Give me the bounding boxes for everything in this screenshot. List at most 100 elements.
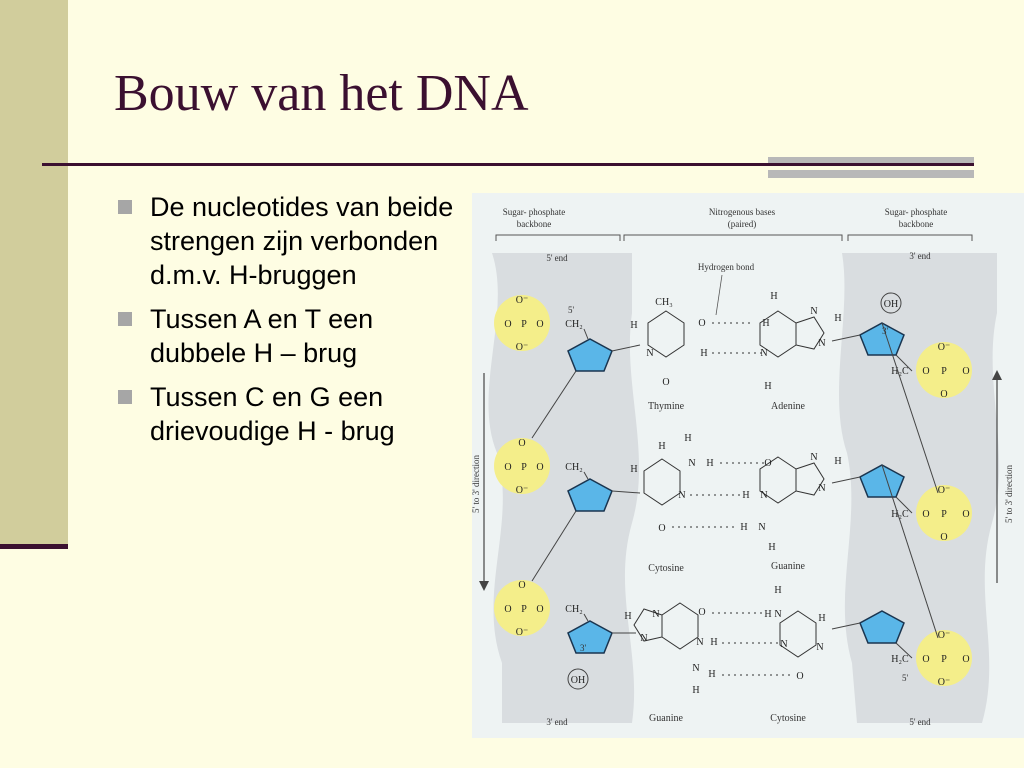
atom: N: [810, 452, 817, 463]
thymine-ring: [647, 310, 685, 358]
atom: O⁻: [938, 342, 951, 353]
atom: O: [940, 389, 947, 400]
atom: O: [504, 462, 511, 473]
base-pair-guanine-cytosine: H N N O N H N H H H N H H N N O Guanine …: [624, 585, 825, 724]
bullet-text: Tussen C en G een drievoudige H - brug: [150, 382, 395, 446]
atom: N: [758, 522, 765, 533]
atom: N: [692, 663, 699, 674]
bullet-text: De nucleotides van beide strengen zijn v…: [150, 192, 454, 290]
atom: H: [700, 348, 707, 359]
atom: O: [796, 671, 803, 682]
bullet-list: De nucleotides van beide strengen zijn v…: [112, 190, 462, 458]
slide-title: Bouw van het DNA: [114, 65, 529, 122]
atom: O⁻: [516, 627, 529, 638]
header-bracket-left: [495, 234, 621, 241]
atom: H: [834, 456, 841, 467]
atom: P: [941, 654, 947, 665]
atom: N: [816, 642, 823, 653]
atom: N: [696, 637, 703, 648]
header-right-line2: backbone: [899, 219, 933, 229]
atom: O: [922, 654, 929, 665]
atom: O⁻: [938, 485, 951, 496]
three-prime-top: 3': [882, 326, 889, 336]
bullet-text: Tussen A en T een dubbele H – brug: [150, 304, 374, 368]
atom: P: [521, 462, 527, 473]
atom: O: [662, 377, 669, 388]
pair-2-left-label: Cytosine: [648, 563, 684, 574]
atom: N: [646, 348, 653, 359]
atom: H: [834, 313, 841, 324]
atom: N: [640, 633, 647, 644]
left-decor-line: [0, 544, 68, 549]
left-decor-band: [0, 0, 68, 548]
atom: CH₃: [655, 297, 672, 308]
sugar-right-3: [859, 610, 905, 644]
atom: H₂C: [891, 509, 909, 520]
atom: H: [764, 381, 771, 392]
divider-accent-bottom: [768, 170, 974, 178]
cytosine-ring: [643, 458, 681, 506]
atom: CH₂: [565, 604, 582, 615]
end-bottom-left: 3' end: [546, 717, 568, 727]
phosphate-right-1: [916, 342, 972, 398]
bullet-item: De nucleotides van beide strengen zijn v…: [112, 190, 462, 292]
atom: O: [536, 604, 543, 615]
atom: O: [922, 509, 929, 520]
oh-top: OH: [884, 299, 898, 310]
atom: O⁻: [516, 342, 529, 353]
atom: P: [521, 604, 527, 615]
atom: O: [962, 654, 969, 665]
atom: H: [624, 611, 631, 622]
hydrogen-bond-pointer: [715, 274, 723, 316]
atom: H: [774, 585, 781, 596]
atom: N: [652, 609, 659, 620]
square-bullet-icon: [118, 312, 132, 326]
atom: H: [768, 542, 775, 553]
header-right-line1: Sugar- phosphate: [885, 207, 948, 217]
atom: O: [504, 604, 511, 615]
oh-bottom: OH: [571, 675, 585, 686]
atom: O: [536, 462, 543, 473]
header-mid-line2: (paired): [728, 219, 756, 229]
atom: N: [810, 306, 817, 317]
atom: H: [630, 464, 637, 475]
left-arrow-head-icon: [479, 581, 489, 591]
end-top-right: 3' end: [909, 251, 931, 261]
phosphate-group-right-1: O⁻ H₂C O P O O: [891, 342, 969, 400]
atom: O: [698, 607, 705, 618]
atom: H: [630, 320, 637, 331]
header-left-line1: Sugar- phosphate: [503, 207, 566, 217]
title-divider: [42, 163, 974, 166]
square-bullet-icon: [118, 390, 132, 404]
atom: P: [941, 366, 947, 377]
atom: H: [708, 669, 715, 680]
five-prime-bottom: 5': [902, 673, 909, 683]
phosphate-group-left-3: O O P O O⁻ CH₂: [504, 580, 582, 638]
base-pair-cytosine-guanine: H H N H H N O O H N H N H N H N Cytosine…: [630, 433, 841, 574]
oh-circle-bottom: [567, 668, 589, 690]
sugar-left-2: [567, 478, 613, 512]
bullet-item: Tussen A en T een dubbele H – brug: [112, 302, 462, 370]
atom: H: [742, 490, 749, 501]
right-arrow-head-icon: [992, 370, 1002, 380]
atom: O⁻: [938, 677, 951, 688]
atom: H: [764, 609, 771, 620]
sugar-left-1: [567, 338, 613, 372]
direction-left-label: 5' to 3' direction: [472, 455, 481, 513]
atom: O: [764, 458, 771, 469]
pair-2-right-label: Guanine: [771, 561, 805, 572]
atom: O: [922, 366, 929, 377]
atom: CH₂: [565, 319, 582, 330]
atom: H: [770, 291, 777, 302]
divider-accent-top: [768, 157, 974, 163]
guanine-ring6-b: [661, 602, 699, 650]
atom: N: [818, 338, 825, 349]
atom: N: [818, 483, 825, 494]
phosphate-left-2: [494, 438, 550, 494]
pair-3-right-label: Cytosine: [770, 713, 806, 724]
atom: N: [780, 639, 787, 650]
hydrogen-bond-label: Hydrogen bond: [698, 262, 755, 272]
atom: H: [692, 685, 699, 696]
atom: O: [962, 366, 969, 377]
header-bracket-mid: [623, 234, 843, 241]
